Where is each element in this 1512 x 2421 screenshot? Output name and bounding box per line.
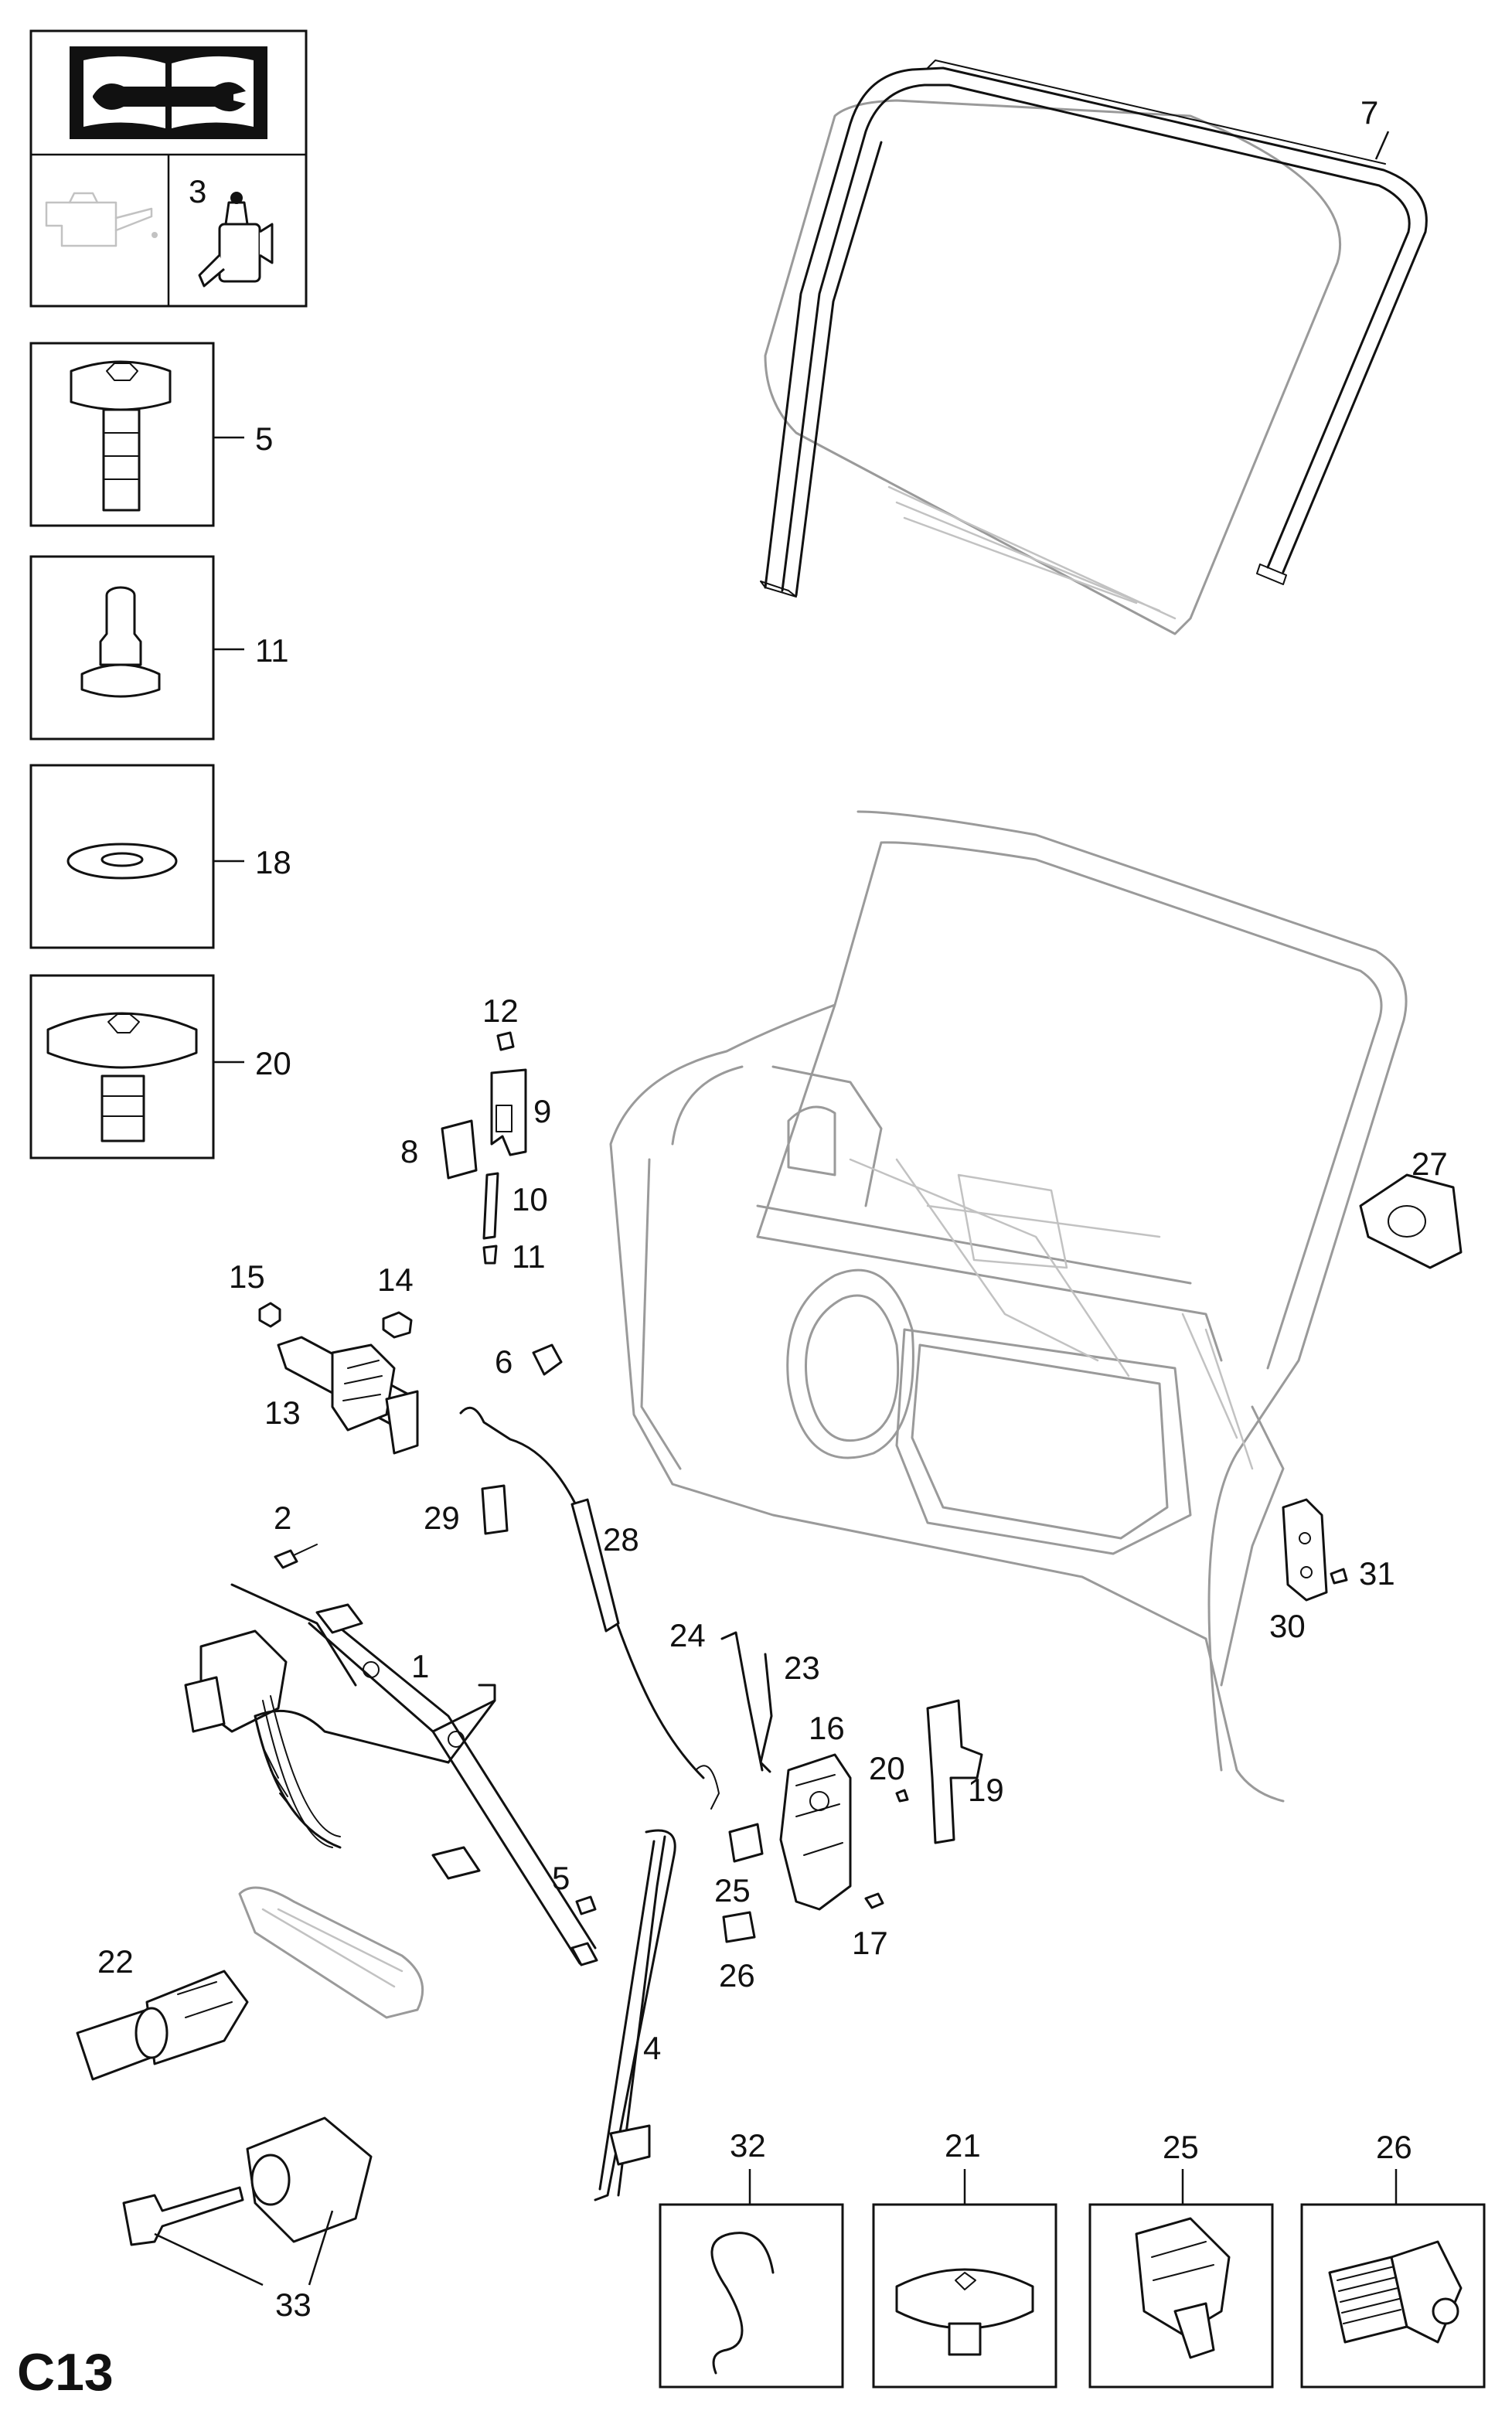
window-glass [764,99,1342,635]
detail-box-26 [1300,2169,1486,2389]
part-25-actuator [728,1823,764,1863]
callout-21: 21 [945,2127,981,2164]
part-1-window-regulator [184,1583,598,1966]
part-9-bracket [490,1068,527,1156]
part-28-cable [459,1406,720,1810]
callout-22: 22 [97,1943,134,1980]
washer-box: 18 [29,764,291,949]
part-13-door-check [277,1336,419,1455]
part-20-screw [895,1789,909,1803]
callout-24: 24 [669,1617,706,1653]
callout-23: 23 [784,1650,820,1686]
part-29-pad [481,1484,509,1535]
outside-door-handle [238,1886,424,2019]
callout-16: 16 [809,1710,845,1746]
callout-2: 2 [274,1500,291,1536]
callout-20-box: 20 [255,1045,291,1081]
part-27-cover [1359,1173,1463,1269]
callout-5-box: 5 [255,421,273,457]
part-26-switch [722,1911,756,1943]
callout-19: 19 [968,1772,1004,1808]
oil-can-icon [45,192,158,247]
callout-28: 28 [603,1521,639,1558]
callout-13: 13 [264,1394,301,1431]
callout-14: 14 [377,1262,414,1298]
service-info-box: 3 [29,29,308,308]
door-window-channel [760,60,1428,598]
callout-8: 8 [400,1133,418,1170]
callout-1: 1 [411,1648,429,1684]
callout-7: 7 [1360,94,1378,131]
callout-33: 33 [275,2286,312,2323]
detail-box-21 [872,2169,1057,2389]
part-14-bolt [382,1311,413,1339]
part-10-rod [482,1172,499,1240]
part-24-rod [720,1631,764,1772]
callout-3: 3 [189,173,206,209]
part-17-screw [864,1892,884,1909]
callout-11-box: 11 [255,632,289,669]
part-15-nut [258,1302,281,1328]
callout-25: 25 [714,1872,751,1909]
door-shell [609,810,1408,1803]
callout-6: 6 [495,1343,513,1380]
part-11-clip [482,1245,498,1265]
part-30-plate [1282,1498,1328,1602]
clip-box: 11 [29,555,289,741]
callout-26-box: 26 [1376,2129,1412,2165]
part-4-glass-run-rail [594,1829,676,2201]
detail-box-25 [1088,2169,1274,2389]
grease-gun-icon [198,192,274,288]
part-8-plate [441,1119,478,1180]
callout-9: 9 [533,1093,551,1129]
part-5-screw [575,1895,597,1915]
callout-12: 12 [482,993,519,1029]
callout-5: 5 [552,1860,570,1896]
part-16-door-lock [779,1753,852,1911]
callout-10: 10 [512,1181,548,1217]
manual-book-wrench-icon [70,46,267,139]
part-6-bushing [532,1343,563,1376]
callout-27: 27 [1412,1146,1448,1182]
part-23-rod [759,1653,773,1773]
callout-17: 17 [852,1925,888,1961]
callout-11: 11 [512,1238,546,1275]
detail-box-32 [659,2169,844,2389]
flange-screw-box: 20 [29,974,291,1159]
callout-30: 30 [1269,1608,1306,1644]
callout-32: 32 [730,2127,766,2164]
callout-29: 29 [424,1500,460,1536]
callout-18-box: 18 [255,844,291,880]
part-33-key-and-cylinder [122,2116,373,2246]
callout-4: 4 [643,2030,661,2066]
part-31-screw [1330,1568,1348,1585]
callout-20: 20 [869,1750,905,1786]
sheet-code: C13 [17,2343,114,2402]
callout-25-box: 25 [1163,2129,1199,2165]
callout-26: 26 [719,1957,755,1994]
callout-31: 31 [1359,1555,1395,1592]
callout-15: 15 [229,1258,265,1295]
part-22-lock-cylinder [76,1970,249,2081]
part-12-cap [496,1031,515,1051]
screw-box: 5 [29,342,273,527]
part-19-bracket [926,1699,983,1844]
part-2-rivet [274,1544,318,1569]
